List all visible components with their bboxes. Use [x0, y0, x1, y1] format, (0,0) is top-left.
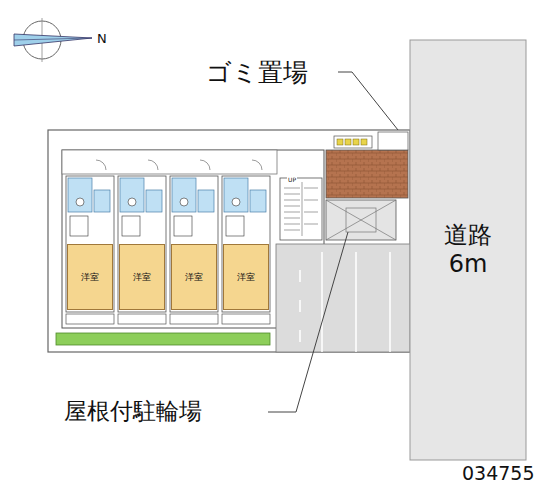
room-box: 洋室 [67, 244, 113, 310]
road-band: 道路 6m [411, 41, 525, 459]
compass-north: N [97, 31, 107, 46]
callout-label: 屋根付駐輪場 [64, 396, 202, 427]
callout-label: ゴミ置場 [206, 56, 308, 89]
room-box: 洋室 [171, 244, 217, 310]
room-box: 洋室 [119, 244, 165, 310]
property-number: 034755 [462, 462, 535, 484]
room-label: 洋室 [133, 272, 151, 282]
room-label: 洋室 [185, 272, 203, 282]
road-label: 道路 6m [442, 221, 495, 279]
stair-label: UP [287, 176, 297, 183]
room-label: 洋室 [81, 272, 99, 282]
room-box: 洋室 [223, 244, 269, 310]
room-label: 洋室 [237, 272, 255, 282]
